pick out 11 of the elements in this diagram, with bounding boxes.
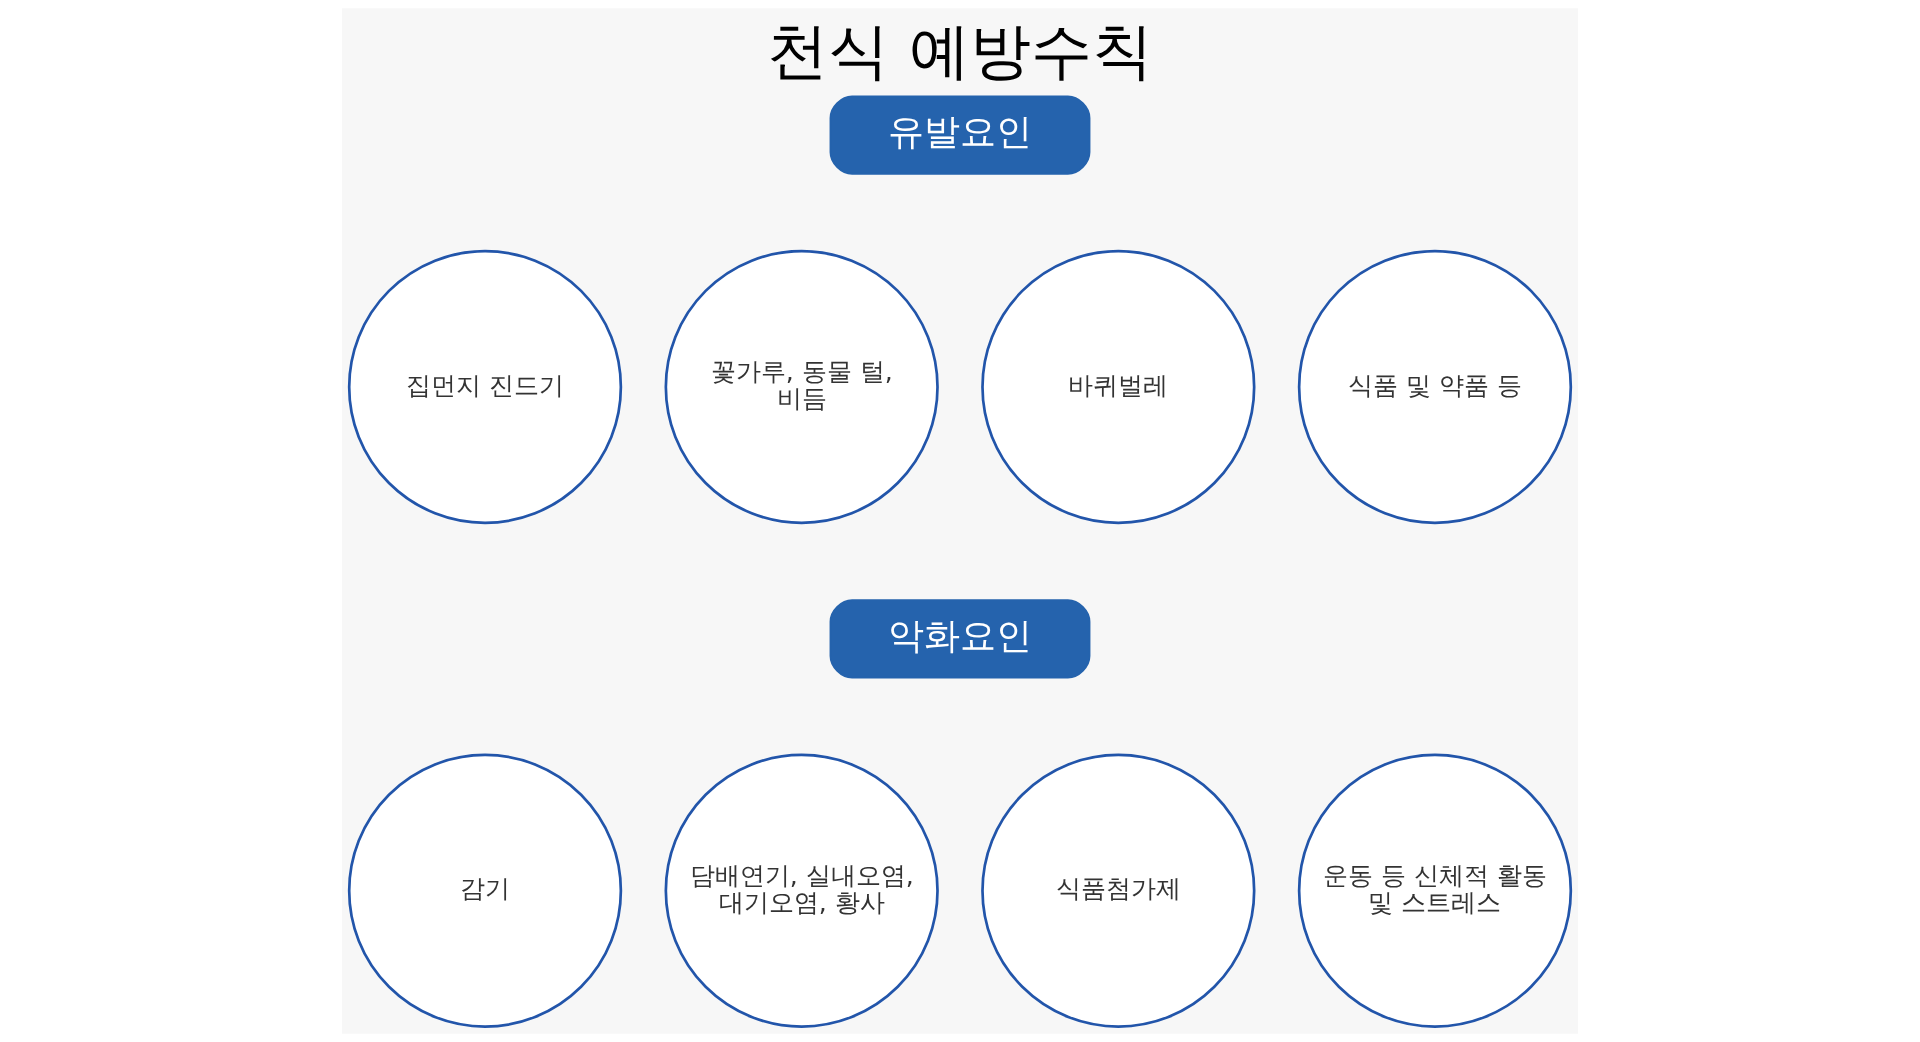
node-box: 악화요인 [829,599,1091,679]
node-circle: 식품 및 약품 등 [1297,249,1573,525]
node-circle: 담배연기, 실내오염, 대기오염, 황사 [664,753,939,1028]
node-circle: 식품첨가제 [981,753,1256,1028]
diagram-title: 천식 예방수칙 [767,14,1153,86]
node-circle: 바퀴벌레 [981,249,1256,525]
node-circle: 운동 등 신체적 활동 및 스트레스 [1297,753,1573,1028]
node-box: 유발요인 [829,95,1091,175]
node-circle: 감기 [347,753,623,1028]
node-circle: 꽃가루, 동물 털, 비듬 [664,249,939,525]
node-circle: 집먼지 진드기 [347,249,623,525]
